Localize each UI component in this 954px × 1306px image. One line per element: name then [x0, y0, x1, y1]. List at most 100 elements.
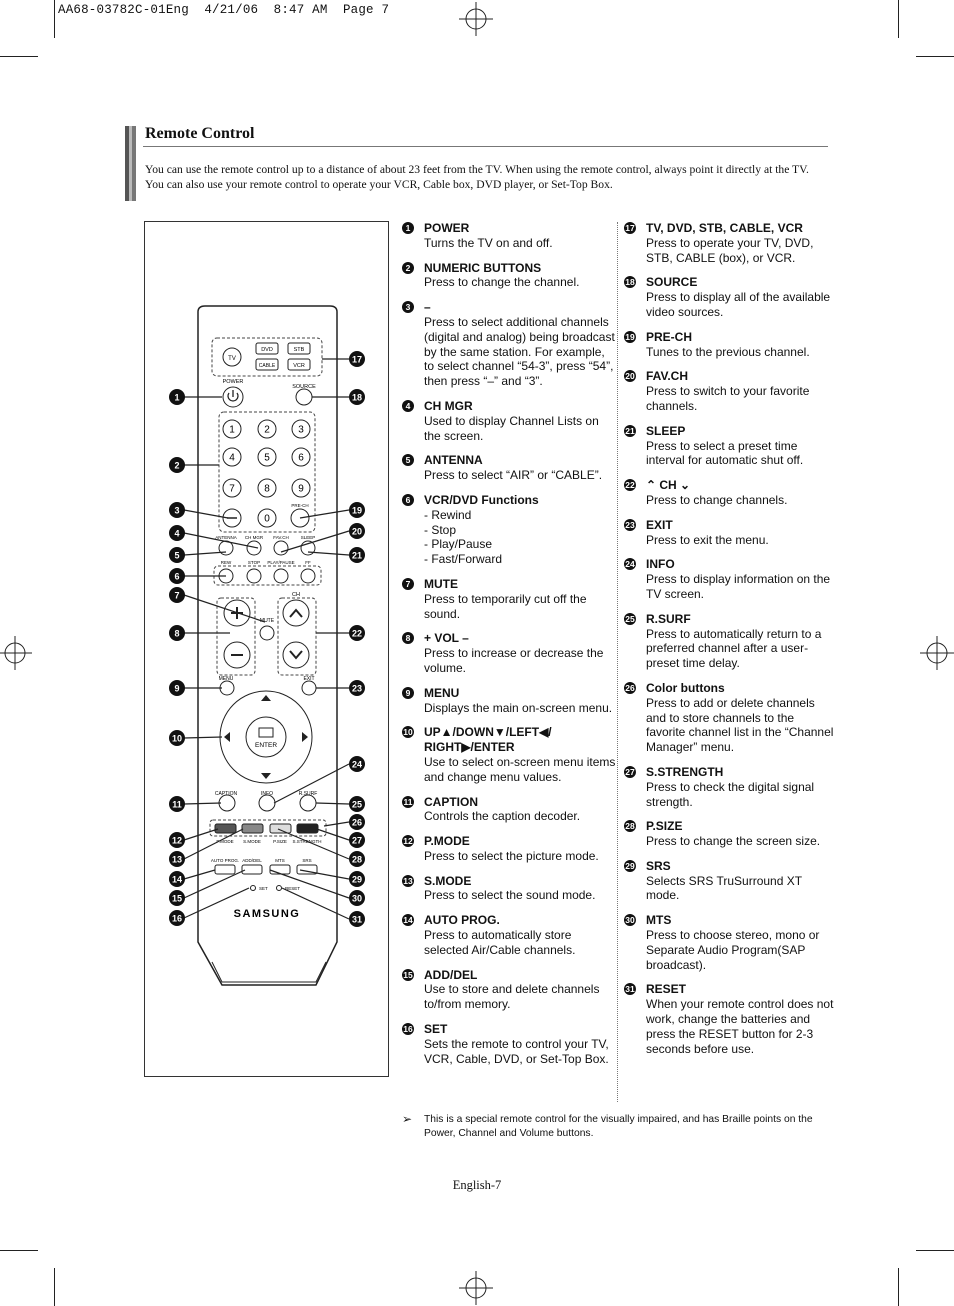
item-description: - Rewind - Stop - Play/Pause - Fast/Forw… — [424, 507, 503, 567]
callout-badge — [349, 502, 365, 518]
digit-button[interactable] — [222, 419, 242, 439]
item-description: Press to switch to your favorite channel… — [646, 384, 810, 413]
transport-label: FF — [305, 560, 311, 565]
callout-number: 20 — [352, 527, 362, 537]
callout-number: 3 — [174, 506, 179, 516]
mode-row-label: P.SIZE — [273, 839, 287, 844]
crop-mark — [916, 1250, 954, 1251]
callout-number: 8 — [174, 629, 179, 639]
callout-leader — [183, 509, 229, 519]
bottom-label: MTS — [275, 858, 285, 863]
transport-button[interactable] — [273, 568, 289, 584]
callout-badge — [169, 457, 185, 473]
item-description: Press to change the channel. — [424, 275, 580, 290]
digit-button[interactable] — [257, 419, 277, 439]
row-label: FAV.CH — [273, 535, 289, 540]
registration-mark-icon — [459, 1271, 493, 1305]
transport-label: PLAY/PAUSE — [267, 560, 294, 565]
item-number-badge: 17 — [624, 222, 636, 234]
callout-number: 11 — [172, 800, 182, 810]
callout-leader — [183, 887, 250, 919]
item-title: SLEEP — [646, 423, 686, 438]
item-title: MUTE — [424, 576, 458, 591]
item-description: Displays the main on-screen menu. — [424, 700, 613, 715]
transport-button[interactable] — [246, 568, 262, 584]
callout-badge — [169, 890, 185, 906]
transport-button[interactable] — [300, 568, 316, 584]
digit-button[interactable] — [291, 478, 311, 498]
mode-label: STB — [294, 347, 305, 353]
digit-button[interactable] — [291, 447, 311, 467]
column-divider — [617, 222, 618, 1102]
crop-mark — [916, 56, 954, 57]
brand-logo: SAMSUNG — [234, 908, 301, 920]
callout-number: 30 — [352, 894, 362, 904]
digit-label: 5 — [264, 453, 270, 464]
item-title: ADD/DEL — [424, 967, 478, 982]
item-title: EXIT — [646, 517, 673, 532]
digit-button[interactable] — [291, 419, 311, 439]
row-label: ANTENNA — [215, 535, 237, 540]
digit-button[interactable] — [257, 478, 277, 498]
registration-mark-icon — [920, 636, 954, 670]
callout-leader — [183, 869, 216, 880]
callout-badge — [349, 832, 365, 848]
callout-badge — [169, 389, 185, 405]
bottom-button[interactable] — [241, 864, 263, 875]
source-button[interactable] — [295, 388, 313, 406]
digit-button[interactable] — [257, 508, 277, 528]
row-button[interactable] — [246, 540, 262, 556]
item-number-badge: 31 — [624, 983, 636, 996]
callout-leader — [277, 828, 350, 860]
item-description: Press to automatically return to a prefe… — [646, 626, 822, 671]
digit-label: 9 — [298, 484, 304, 495]
item-title: – — [424, 300, 431, 315]
bottom-button[interactable] — [214, 864, 236, 875]
item-number-badge: 2 — [402, 261, 414, 274]
digit-button[interactable] — [222, 447, 242, 467]
row-button[interactable] — [273, 540, 289, 556]
item-title: ANTENNA — [424, 453, 483, 468]
item-title: SRS — [646, 858, 671, 873]
item-title: CH MGR — [424, 398, 473, 413]
item-number-badge: 8 — [402, 632, 414, 645]
callout-number: 28 — [352, 855, 362, 865]
bottom-label: ADD/DEL — [242, 858, 262, 863]
item-number-badge: 16 — [402, 1023, 414, 1036]
item-number-badge: 22 — [624, 479, 636, 492]
digit-button[interactable] — [222, 478, 242, 498]
callout-badge — [349, 796, 365, 812]
digit-label: 6 — [298, 453, 304, 464]
crop-mark — [0, 1250, 38, 1251]
info-label: INFO — [261, 791, 273, 797]
callout-number: 16 — [172, 914, 182, 924]
item-title: SOURCE — [646, 275, 698, 290]
crop-mark — [54, 0, 55, 38]
callout-number: 27 — [352, 836, 362, 846]
item-number-badge: 15 — [402, 968, 414, 981]
callout-badge — [169, 680, 185, 696]
callout-number: 18 — [352, 393, 362, 403]
item-number-badge: 6 — [402, 493, 414, 506]
bottom-button[interactable] — [269, 864, 291, 875]
callout-badge — [349, 680, 365, 696]
description-item: 8+ VOL –Press to increase or decrease th… — [402, 631, 616, 675]
item-number-badge: 27 — [624, 765, 636, 778]
callout-number: 25 — [352, 800, 362, 810]
item-title: UP▲/DOWN▼/LEFT◀/ RIGHT▶/ENTER — [424, 725, 552, 755]
callout-number: 22 — [352, 629, 362, 639]
item-description: Press to change the screen size. — [646, 834, 821, 849]
digit-button[interactable] — [257, 447, 277, 467]
callout-leader — [307, 551, 350, 556]
